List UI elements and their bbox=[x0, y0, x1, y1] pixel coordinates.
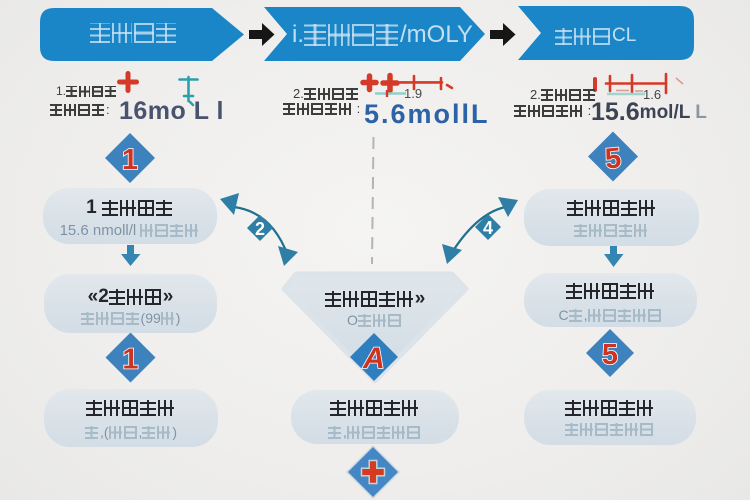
svg-text:5: 5 bbox=[602, 339, 618, 371]
svg-text:2: 2 bbox=[255, 219, 265, 239]
svg-text:1: 1 bbox=[122, 144, 138, 176]
svg-text:4: 4 bbox=[483, 218, 493, 238]
svg-text:5: 5 bbox=[604, 142, 623, 175]
svg-text:1: 1 bbox=[122, 344, 138, 376]
svg-text:A: A bbox=[362, 342, 385, 375]
